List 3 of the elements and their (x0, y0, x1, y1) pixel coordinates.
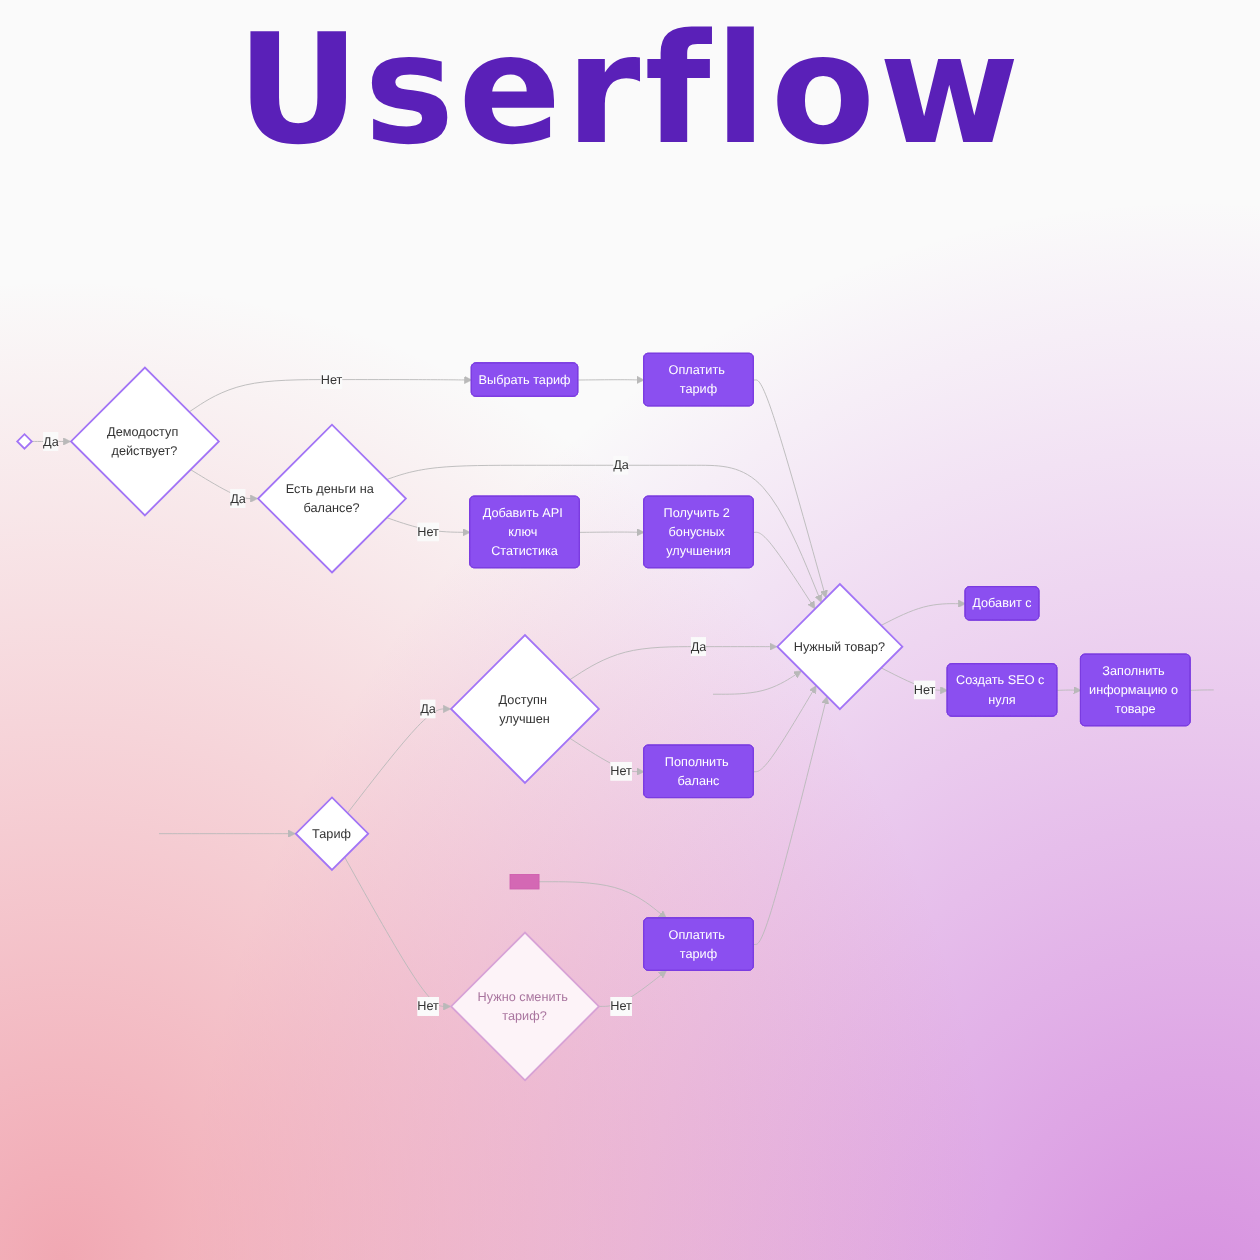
title: Userflow (234, 0, 1026, 180)
node-diamond (15, 433, 34, 451)
node-box (509, 874, 540, 890)
